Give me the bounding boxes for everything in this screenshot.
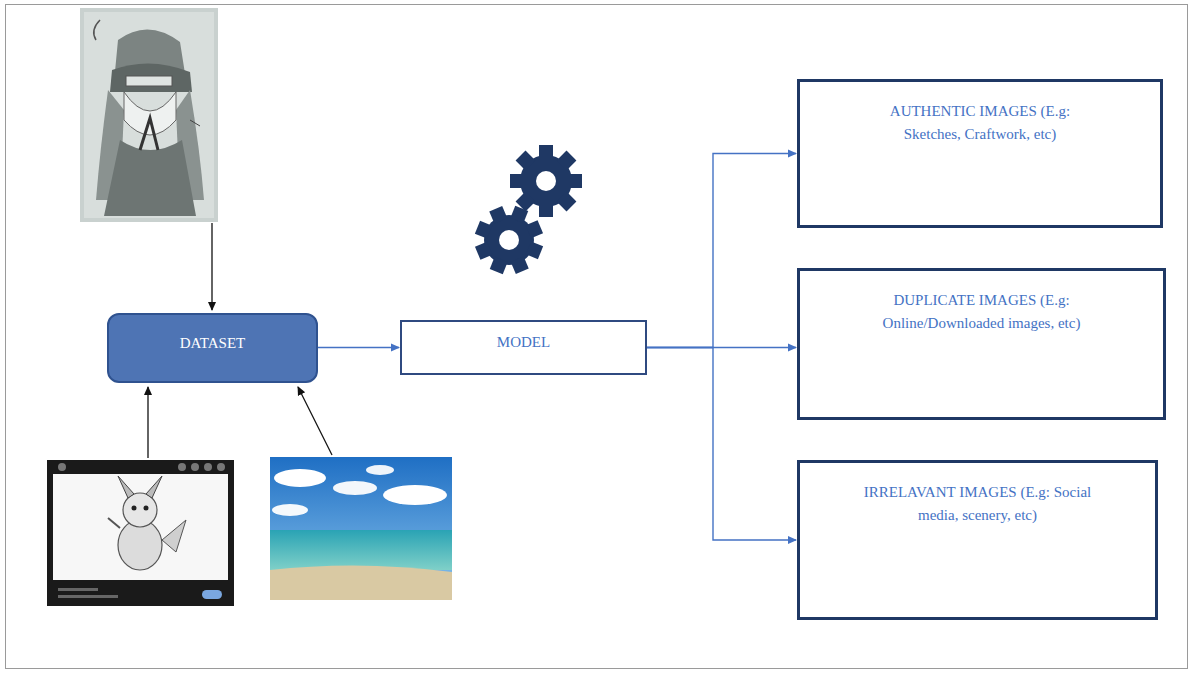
gears-icon [475, 145, 582, 274]
output-box: IRRELAVANT IMAGES (E.g: Social media, sc… [797, 460, 1158, 620]
pikachu-screenshot [47, 460, 234, 606]
dataset-box: DATASET [107, 313, 318, 383]
input-arrow [147, 387, 148, 458]
model-box: MODEL [400, 320, 647, 375]
flow-arrow [647, 348, 796, 541]
sketch-photo [80, 8, 218, 222]
input-arrow [298, 387, 332, 455]
category-label: AUTHENTIC IMAGES (E.g: Sketches, Craftwo… [866, 100, 1094, 146]
beach-photo [270, 457, 452, 600]
box-label: MODEL [497, 331, 550, 354]
flow-arrow [647, 154, 796, 348]
input-arrow [211, 223, 212, 310]
category-label: DUPLICATE IMAGES (E.g: Online/Downloaded… [868, 289, 1096, 335]
flow-arrow [318, 347, 399, 348]
category-label: IRRELAVANT IMAGES (E.g: Social media, sc… [864, 481, 1092, 527]
output-box: AUTHENTIC IMAGES (E.g: Sketches, Craftwo… [797, 79, 1163, 228]
outer-frame [6, 5, 1188, 669]
box-label: DATASET [180, 332, 245, 355]
output-box: DUPLICATE IMAGES (E.g: Online/Downloaded… [797, 268, 1166, 420]
